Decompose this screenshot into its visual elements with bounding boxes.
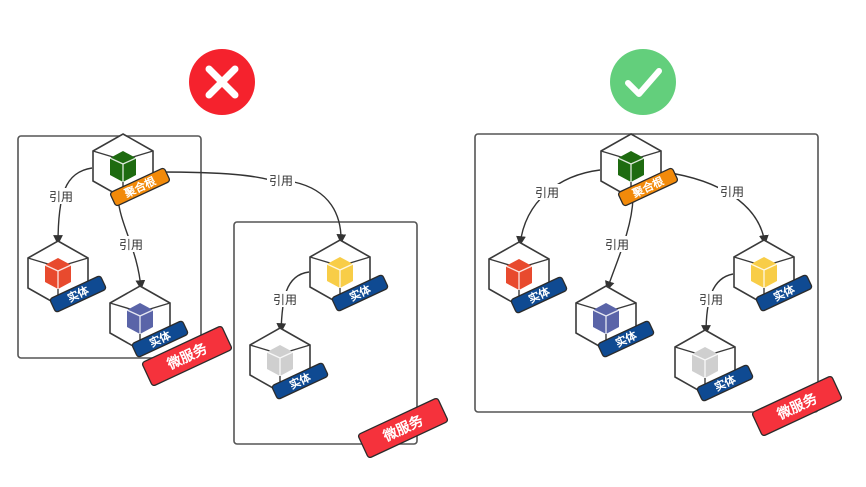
entity-tag-bg [271,362,329,400]
entity-tag: 实体 [755,274,813,312]
inner-cube-edges [691,353,719,378]
entity-tag-bg [696,364,754,402]
inner-cube-edges [592,309,620,334]
aggregate-root-tag-bg [109,167,171,207]
inner-cube-edges [505,265,533,290]
entity-tag-bg [49,275,107,313]
x-mark [205,65,239,99]
inner-cube-edges [617,157,645,182]
check-mark [625,68,662,97]
microservice-tag-bg [357,397,449,459]
entity-tag-bg [331,274,389,312]
entity-tag: 实体 [696,364,754,402]
reference-label: 引用 [699,293,723,307]
entity-tag-bg [755,274,813,312]
entity-tag-bg [597,320,655,358]
edge-label-bg [603,236,631,252]
edge-label-bg [697,291,725,307]
aggregate-root-tag-bg [617,167,679,207]
reference-label: 引用 [535,186,559,200]
entity-tag: 实体 [331,274,389,312]
entity-tag: 实体 [510,276,568,314]
entity-tag: 实体 [49,275,107,313]
inner-cube-edges [326,263,354,288]
reference-label: 引用 [720,185,744,199]
reference-label: 引用 [605,238,629,252]
edge-label-bg [117,236,145,252]
entity-tag-bg [131,320,189,358]
edge-label-bg [533,184,561,200]
microservice-boundary [474,133,819,413]
entity-tag: 实体 [597,320,655,358]
edge-label-bg [47,188,75,204]
check-icon [610,49,676,115]
inner-cube-edges [44,264,72,289]
reference-label: 引用 [49,190,73,204]
wrong-icon [189,49,255,115]
entity-tag-bg [510,276,568,314]
edge-label-bg [271,291,299,307]
inner-cube-edges [266,351,294,376]
inner-cube-edges [750,263,778,288]
reference-label: 引用 [119,238,143,252]
check-icon-circle [610,49,676,115]
inner-cube-edges [126,309,154,334]
edge-label-bg [267,172,295,188]
inner-cube-edges [109,157,137,182]
reference-arrow-root-to-yellow [157,171,341,243]
microservice-tag-bg [751,375,843,437]
entity-tag: 实体 [271,362,329,400]
entity-tag: 实体 [131,320,189,358]
edge-label-bg [718,183,746,199]
reference-label: 引用 [269,174,293,188]
microservice-tag-bg [141,325,233,387]
reference-label: 引用 [273,293,297,307]
